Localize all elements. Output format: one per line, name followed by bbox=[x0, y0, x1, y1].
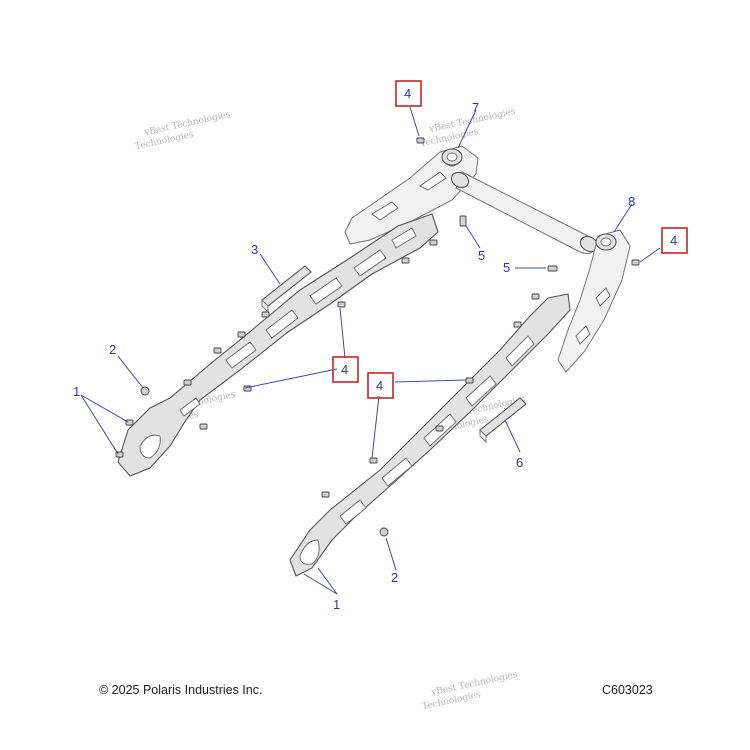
bolt-icon bbox=[261, 311, 270, 318]
bolt-icon bbox=[337, 301, 346, 308]
nut-icon bbox=[379, 527, 389, 537]
callout-4: 4 bbox=[376, 378, 383, 393]
bolt-icon bbox=[237, 331, 246, 338]
highlight-box bbox=[332, 356, 359, 383]
cross-tube bbox=[450, 171, 599, 255]
part-6-bar bbox=[479, 397, 527, 444]
callout-2: 2 bbox=[391, 570, 398, 585]
diagram-code: C603023 bbox=[602, 683, 653, 697]
bolt-icon bbox=[125, 419, 134, 426]
pin-icon bbox=[459, 215, 467, 227]
callout-4: 4 bbox=[404, 86, 411, 101]
callout-5: 5 bbox=[478, 248, 485, 263]
right-frame-rail bbox=[289, 293, 571, 577]
highlight-box bbox=[395, 80, 422, 107]
bolt-icon bbox=[401, 257, 410, 264]
callout-7: 7 bbox=[472, 100, 479, 115]
callout-labels: 1 1 2 2 3 4 4 4 4 5 5 6 7 8 bbox=[73, 86, 677, 612]
bolt-icon bbox=[183, 379, 192, 386]
highlight-box bbox=[367, 372, 394, 399]
bolt-icon bbox=[213, 347, 222, 354]
callout-8: 8 bbox=[628, 194, 635, 209]
left-frame-rail bbox=[117, 213, 439, 477]
bolt-icon bbox=[199, 423, 208, 430]
callout-5: 5 bbox=[503, 260, 510, 275]
nut-icon bbox=[140, 386, 150, 396]
copyright-text: © 2025 Polaris Industries Inc. bbox=[99, 683, 262, 697]
highlight-box bbox=[661, 227, 688, 254]
part-8-bracket bbox=[557, 229, 631, 373]
callout-2: 2 bbox=[109, 342, 116, 357]
bolt-icon bbox=[465, 377, 474, 384]
bolt-icon bbox=[369, 457, 378, 464]
callout-6: 6 bbox=[516, 455, 523, 470]
part-7-bracket bbox=[344, 145, 479, 245]
bolt-icon bbox=[631, 259, 640, 266]
bolt-icon bbox=[321, 491, 330, 498]
bolt-icon bbox=[435, 425, 444, 432]
callout-1: 1 bbox=[333, 597, 340, 612]
bolt-icon bbox=[513, 321, 522, 328]
highlight-boxes bbox=[332, 80, 688, 399]
pin-icon bbox=[547, 265, 558, 272]
callout-1: 1 bbox=[73, 384, 80, 399]
callout-3: 3 bbox=[251, 242, 258, 257]
fastener-group bbox=[115, 137, 640, 537]
bolt-icon bbox=[429, 239, 438, 246]
bolt-icon bbox=[531, 293, 540, 300]
footer: © 2025 Polaris Industries Inc. C603023 bbox=[99, 683, 653, 697]
bolt-icon bbox=[416, 137, 425, 144]
callout-4: 4 bbox=[341, 362, 348, 377]
leader-lines bbox=[80, 106, 661, 595]
callout-4: 4 bbox=[670, 233, 677, 248]
